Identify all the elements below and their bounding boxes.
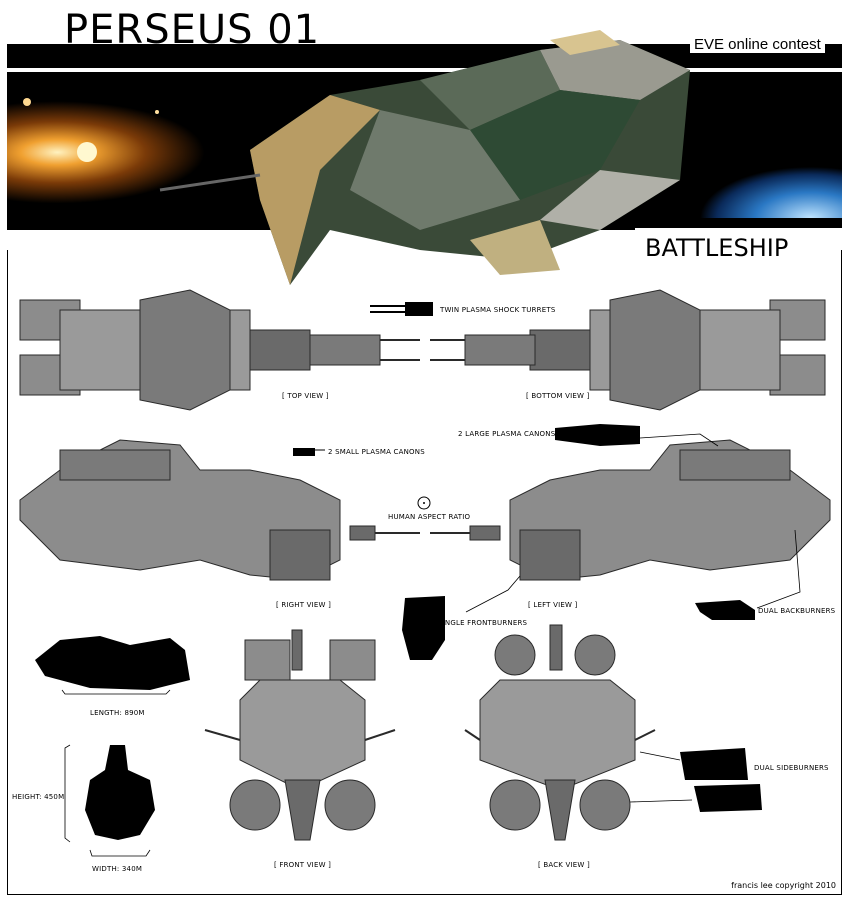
left-view-drawing xyxy=(430,439,831,581)
backburners-callout: DUAL BACKBURNERS xyxy=(758,607,836,615)
top-view-drawing xyxy=(19,289,420,411)
large-canons-callout: 2 LARGE PLASMA CANONS xyxy=(458,430,556,438)
turrets-callout: TWIN PLASMA SHOCK TURRETS xyxy=(440,306,556,314)
sideburner-silhouette-upper xyxy=(680,748,748,780)
frontburner-silhouette xyxy=(402,596,445,660)
bottom-view-label: [ BOTTOM VIEW ] xyxy=(526,392,590,400)
top-view-label: [ TOP VIEW ] xyxy=(282,392,329,400)
contest-label: EVE online contest xyxy=(690,36,825,53)
frontburners-callout: SINGLE FRONTBURNERS xyxy=(438,619,528,627)
backburner-silhouette xyxy=(695,600,755,620)
human-ratio-callout: HUMAN ASPECT RATIO xyxy=(388,513,471,521)
copyright-credit: francis lee copyright 2010 xyxy=(731,881,836,890)
small-canons-callout: 2 SMALL PLASMA CANONS xyxy=(328,448,425,456)
ship-class-label: BATTLESHIP xyxy=(645,234,789,262)
front-view-drawing xyxy=(204,629,396,841)
height-width-silhouette xyxy=(85,745,155,840)
blueprint-frame xyxy=(7,250,842,895)
right-view-drawing xyxy=(19,439,420,581)
turret-silhouette xyxy=(370,302,433,316)
front-view-label: [ FRONT VIEW ] xyxy=(274,861,332,869)
hero-ship xyxy=(159,30,690,285)
back-view-label: [ BACK VIEW ] xyxy=(538,861,590,869)
back-view-drawing xyxy=(464,624,656,841)
bottom-view-drawing xyxy=(430,289,826,411)
height-label: HEIGHT: 450M xyxy=(12,793,65,801)
length-silhouette xyxy=(35,636,190,690)
large-canon-silhouette xyxy=(555,424,640,446)
class-label-bg xyxy=(635,228,842,258)
width-label: WIDTH: 340M xyxy=(92,865,143,873)
length-label: LENGTH: 890M xyxy=(90,709,145,717)
sideburners-callout: DUAL SIDEBURNERS xyxy=(754,764,829,772)
right-view-label: [ RIGHT VIEW ] xyxy=(276,601,332,609)
small-canon-silhouette xyxy=(293,448,325,456)
left-view-label: [ LEFT VIEW ] xyxy=(528,601,578,609)
sideburner-silhouette-lower xyxy=(694,784,762,812)
